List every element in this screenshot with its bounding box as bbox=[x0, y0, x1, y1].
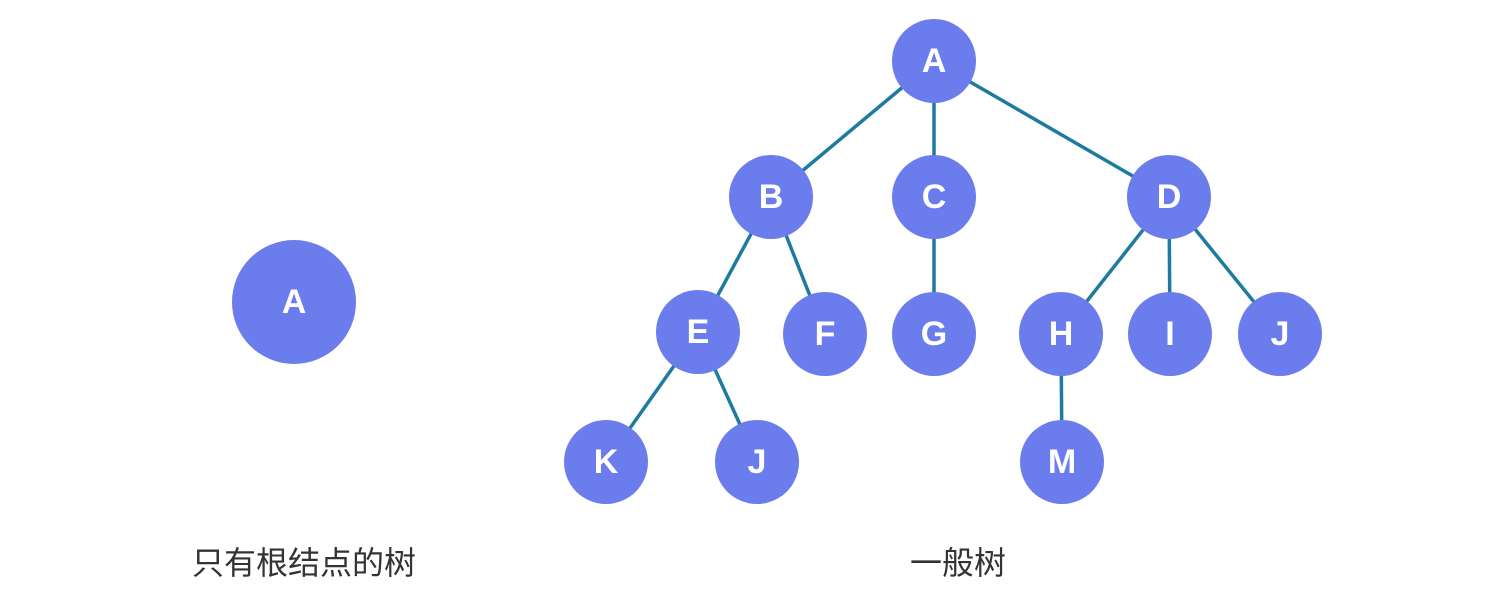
tree-node-D: D bbox=[1127, 155, 1211, 239]
nodes-layer: A A B C D E F G H I J K J M bbox=[232, 19, 1322, 504]
node-label: I bbox=[1165, 315, 1174, 353]
node-circle bbox=[656, 290, 740, 374]
node-circle bbox=[729, 155, 813, 239]
node-circle bbox=[1128, 292, 1212, 376]
tree-node-K: K bbox=[564, 420, 648, 504]
node-label: E bbox=[687, 313, 710, 351]
tree-node-J2: J bbox=[715, 420, 799, 504]
node-circle bbox=[1020, 420, 1104, 504]
tree-node-I: I bbox=[1128, 292, 1212, 376]
node-label: J bbox=[1271, 315, 1290, 353]
node-circle bbox=[715, 420, 799, 504]
edges-layer bbox=[604, 59, 1282, 464]
node-circle bbox=[892, 155, 976, 239]
node-label: A bbox=[922, 42, 947, 80]
node-circle bbox=[1019, 292, 1103, 376]
node-circle bbox=[892, 292, 976, 376]
node-label: C bbox=[922, 178, 947, 216]
tree-node-E: E bbox=[656, 290, 740, 374]
tree-node-C: C bbox=[892, 155, 976, 239]
node-label: K bbox=[594, 443, 619, 481]
tree-node-G: G bbox=[892, 292, 976, 376]
node-label: J bbox=[748, 443, 767, 481]
node-circle bbox=[564, 420, 648, 504]
node-circle bbox=[1238, 292, 1322, 376]
node-label: D bbox=[1157, 178, 1182, 216]
node-label: G bbox=[921, 315, 947, 353]
node-circle bbox=[1127, 155, 1211, 239]
caption-general-tree: 一般树 bbox=[910, 544, 1007, 582]
node-circle bbox=[892, 19, 976, 103]
tree-node-H: H bbox=[1019, 292, 1103, 376]
node-label: A bbox=[282, 283, 307, 321]
node-circle bbox=[783, 292, 867, 376]
caption-root-only-tree: 只有根结点的树 bbox=[192, 544, 417, 582]
tree-node-A: A bbox=[892, 19, 976, 103]
tree-node-J1: J bbox=[1238, 292, 1322, 376]
tree-edge-A-D bbox=[933, 59, 1170, 199]
node-label: M bbox=[1048, 443, 1076, 481]
tree-node-M: M bbox=[1020, 420, 1104, 504]
node-circle bbox=[232, 240, 356, 364]
tree-node-r1: A bbox=[232, 240, 356, 364]
node-label: B bbox=[759, 178, 784, 216]
node-label: F bbox=[815, 315, 836, 353]
tree-node-F: F bbox=[783, 292, 867, 376]
tree-node-B: B bbox=[729, 155, 813, 239]
node-label: H bbox=[1049, 315, 1074, 353]
